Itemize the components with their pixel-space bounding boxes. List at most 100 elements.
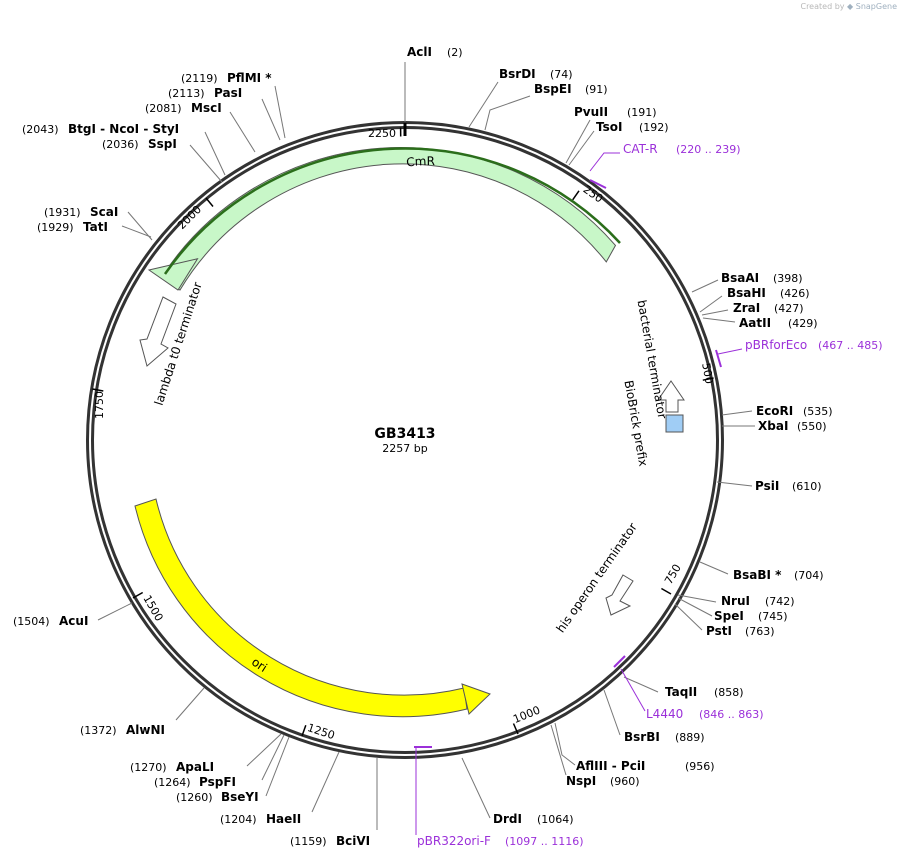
site-ecori[interactable]: EcoRI(535): [756, 404, 833, 418]
site-msci[interactable]: MscI(2081): [145, 101, 222, 115]
site-apali[interactable]: ApaLI(1270): [130, 760, 214, 774]
site-psii[interactable]: PsiI(610): [755, 479, 822, 493]
site-name: BsaBI *: [733, 568, 782, 582]
site-pos: (2113): [168, 87, 205, 100]
site-bcivi[interactable]: BciVI(1159): [290, 834, 370, 848]
site-tati[interactable]: TatI(1929): [37, 220, 108, 234]
site-name: AflIII - PciI: [576, 759, 645, 773]
site-pasi[interactable]: PasI(2113): [168, 86, 242, 100]
site-drdi[interactable]: DrdI(1064): [493, 812, 574, 826]
tick-label: 750: [662, 562, 684, 587]
site-zrai[interactable]: ZraI(427): [733, 301, 804, 315]
site-pos: (2043): [22, 123, 59, 136]
site-leaders: [97, 62, 755, 830]
leader-acui: [97, 602, 133, 621]
site-afliii-pcii[interactable]: AflIII - PciI(956): [576, 759, 715, 773]
leader-spei: [677, 597, 713, 617]
site-pos: (2081): [145, 102, 182, 115]
site-pos: (192): [639, 121, 669, 134]
credit-brand: SnapGene: [855, 2, 897, 11]
leader-bsrbi: [603, 689, 621, 736]
leader-apali: [246, 733, 282, 767]
site-pflmi[interactable]: PflMI *(2119): [181, 71, 272, 85]
primer-pbrforeco[interactable]: pBRforEco (467 .. 485): [715, 338, 883, 368]
tick-2250: 2250: [368, 127, 402, 140]
site-pspfi[interactable]: PspFI(1264): [154, 775, 236, 789]
leader-pflmi: [274, 85, 286, 139]
leader-btgi: [204, 131, 226, 176]
site-name: PflMI *: [227, 71, 272, 85]
site-name: TatI: [83, 220, 108, 234]
primer-name: L4440: [646, 707, 683, 721]
biobrick-prefix-box[interactable]: [665, 414, 684, 433]
site-acui[interactable]: AcuI(1504): [13, 614, 88, 628]
primer-pbr322ori-f[interactable]: pBR322ori-F (1097 .. 1116): [414, 746, 584, 848]
site-acli[interactable]: AclI(2): [407, 45, 463, 59]
site-bseyi[interactable]: BseYI(1260): [176, 790, 259, 804]
site-taqii[interactable]: TaqII (858): [665, 685, 744, 699]
lambda-t0-terminator-arrow[interactable]: [139, 296, 177, 367]
primer-cat-r[interactable]: CAT-R (220 .. 239): [589, 142, 741, 189]
site-sspi[interactable]: SspI(2036): [102, 137, 177, 151]
site-name: PsiI: [755, 479, 779, 493]
leader-psti: [674, 603, 703, 631]
ori-feature-arrowhead[interactable]: [461, 683, 491, 715]
site-pvuii[interactable]: PvuII(191): [574, 105, 657, 119]
leader-pspfi: [261, 734, 285, 781]
primer-name: pBRforEco: [745, 338, 807, 352]
site-haeii[interactable]: HaeII(1204): [220, 812, 301, 826]
site-pos: (2): [447, 46, 463, 59]
primer-bar: [613, 655, 626, 668]
leader-bsaai: [691, 279, 719, 293]
site-xbai[interactable]: XbaI(550): [758, 419, 827, 433]
site-name: BtgI - NcoI - StyI: [68, 122, 179, 136]
site-psti[interactable]: PstI(763): [706, 624, 775, 638]
site-name: SspI: [148, 137, 177, 151]
site-pos: (1204): [220, 813, 257, 826]
site-bsrdi[interactable]: BsrDI(74): [499, 67, 573, 81]
primer-range: (846 .. 863): [699, 708, 764, 721]
site-tsoi[interactable]: TsoI(192): [596, 120, 669, 134]
primer-name: pBR322ori-F: [417, 834, 491, 848]
leader-tati: [121, 225, 152, 238]
site-name: BsrBI: [624, 730, 660, 744]
site-pos: (858): [714, 686, 744, 699]
site-bsahi[interactable]: BsaHI(426): [727, 286, 810, 300]
leader-haeii: [311, 751, 340, 813]
site-name: BsaAI: [721, 271, 759, 285]
site-pos: (91): [585, 83, 608, 96]
site-pos: (426): [780, 287, 810, 300]
site-name: PspFI: [199, 775, 236, 789]
biobrick-prefix-label: BioBrick prefix: [621, 379, 650, 467]
bacterial-terminator-arrow[interactable]: [657, 380, 685, 413]
site-aatii[interactable]: AatII(429): [739, 316, 818, 330]
site-name: TaqII: [665, 685, 697, 699]
leader-bsahi: [699, 295, 723, 313]
site-bspei[interactable]: BspEI(91): [534, 82, 608, 96]
site-nspi[interactable]: NspI(960): [566, 774, 640, 788]
leader-drdi: [461, 757, 491, 819]
site-spei[interactable]: SpeI(745): [714, 609, 788, 623]
site-btgi-ncoi-styi[interactable]: BtgI - NcoI - StyI (2043): [22, 122, 179, 136]
leader-aatii: [702, 317, 736, 323]
snapgene-logo-icon: ◆: [847, 2, 854, 11]
his-operon-terminator-arrow[interactable]: [605, 574, 634, 616]
site-pos: (1372): [80, 724, 117, 737]
leader-ecori: [721, 410, 753, 416]
site-bsrbi[interactable]: BsrBI(889): [624, 730, 705, 744]
site-name: XbaI: [758, 419, 788, 433]
site-bsaai[interactable]: BsaAI(398): [721, 271, 803, 285]
primer-l4440[interactable]: L4440 (846 .. 863): [613, 655, 764, 721]
site-nrui[interactable]: NruI(742): [721, 594, 795, 608]
site-name: NruI: [721, 594, 750, 608]
site-pos: (1270): [130, 761, 167, 774]
cmr-feature-arrow[interactable]: [160, 147, 617, 291]
site-scai[interactable]: ScaI(1931): [44, 205, 118, 219]
plasmid-name: GB3413: [374, 426, 435, 442]
site-bsabi[interactable]: BsaBI *(704): [733, 568, 824, 582]
site-alwni[interactable]: AlwNI(1372): [80, 723, 165, 737]
leader-scai: [127, 211, 153, 241]
ori-feature-arrow[interactable]: [134, 498, 468, 718]
site-name: SpeI: [714, 609, 744, 623]
